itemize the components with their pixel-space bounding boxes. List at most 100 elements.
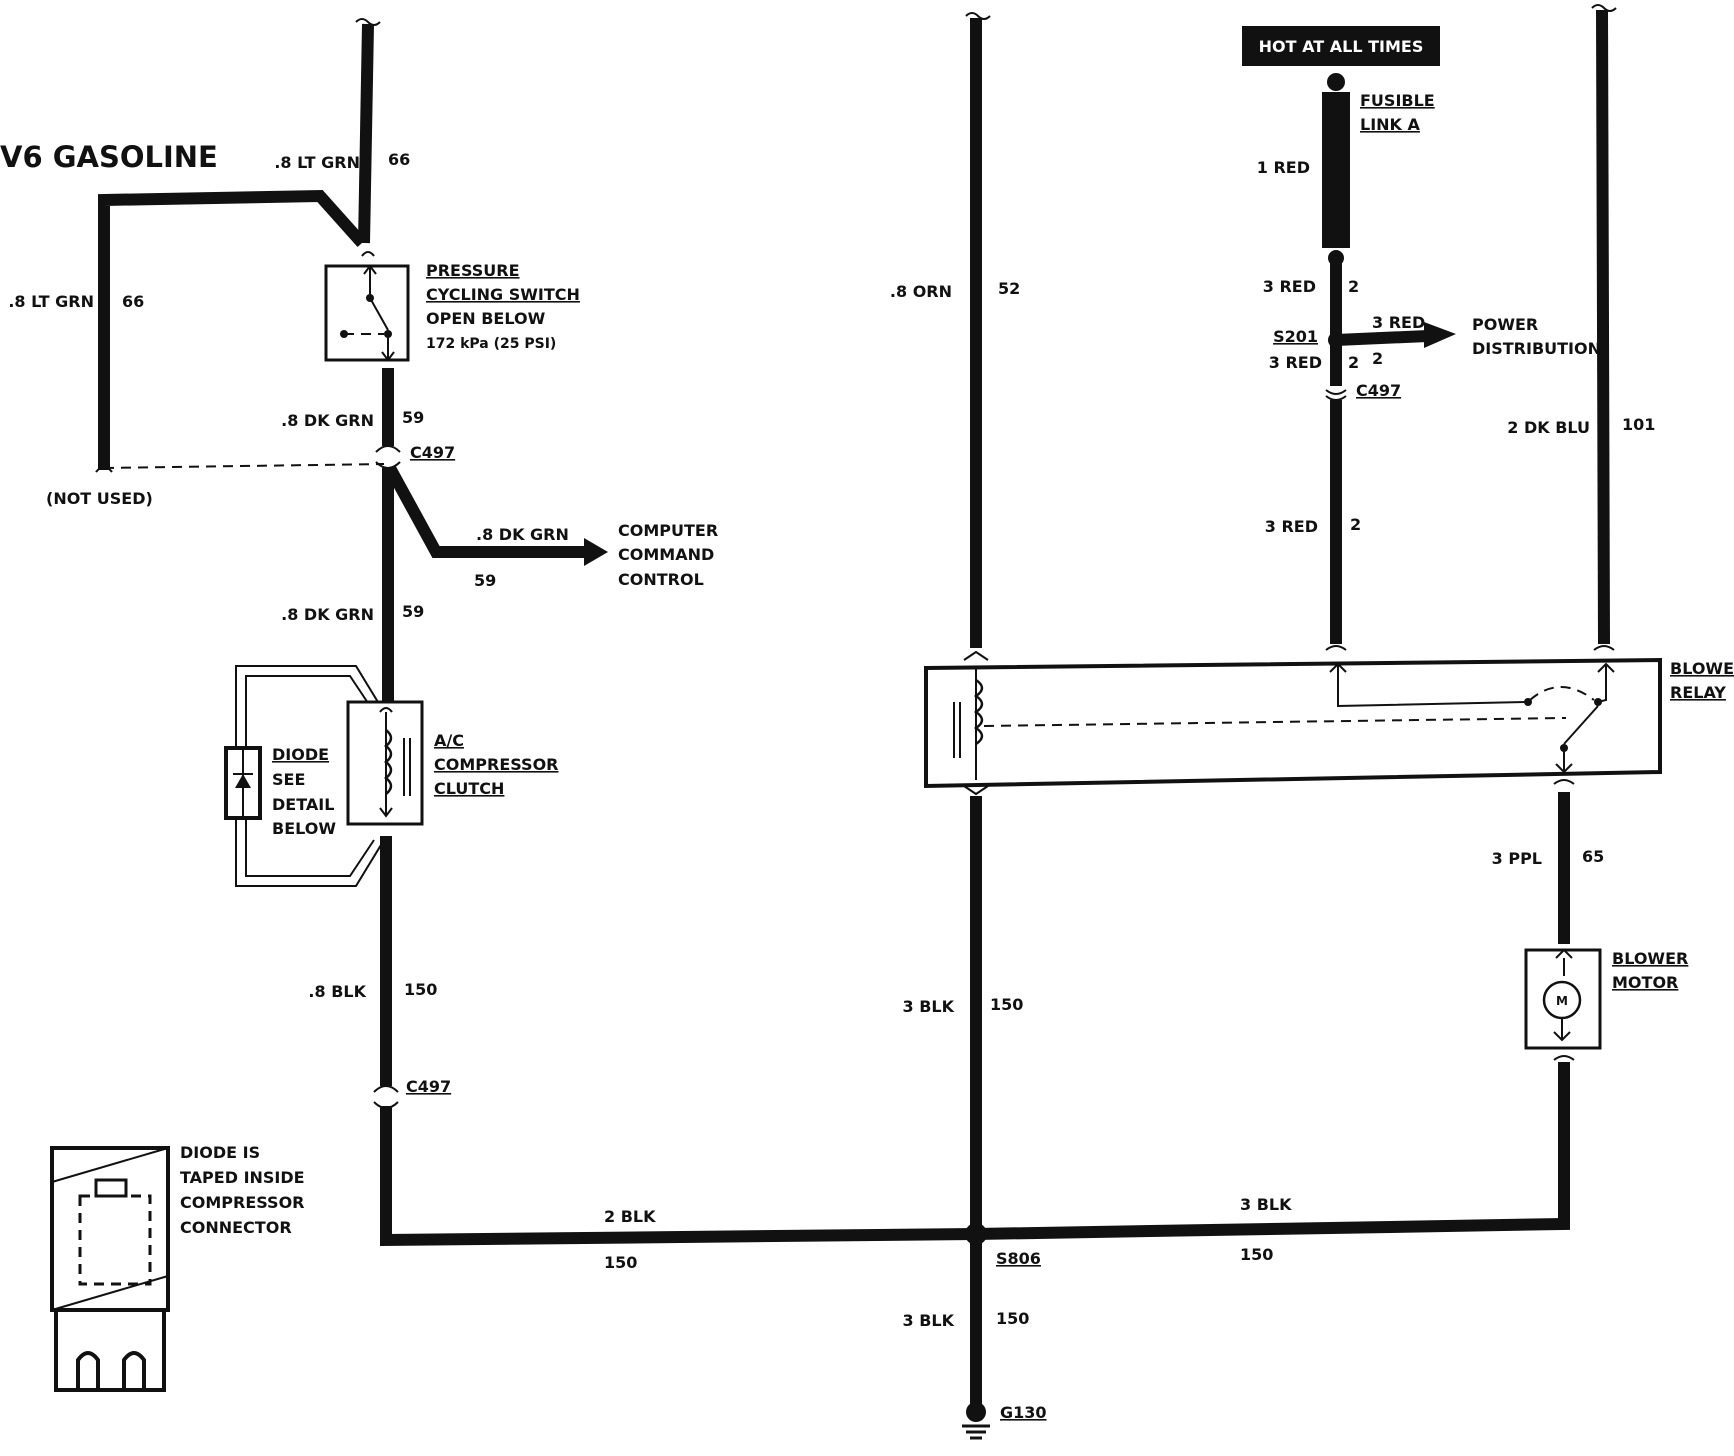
wire-circuit-59-b: 59 bbox=[402, 602, 424, 621]
wire-label-blk-150-clutch: .8 BLK bbox=[308, 982, 366, 1001]
label-blower-relay-1: BLOWER bbox=[1670, 659, 1734, 678]
diode-bypass bbox=[224, 665, 385, 887]
wire-label-blk-150-bottom-right: 3 BLK bbox=[1240, 1195, 1292, 1214]
wire-circuit-66-left: 66 bbox=[122, 292, 144, 311]
connector-c497-right bbox=[1325, 389, 1347, 401]
label-ccc-1: COMPUTER bbox=[618, 521, 718, 540]
label-blower-motor-1: BLOWER bbox=[1612, 949, 1688, 968]
wire-circuit-65: 65 bbox=[1582, 847, 1604, 866]
diode-detail-connector bbox=[50, 1146, 170, 1392]
label-diode-detail-3: COMPRESSOR bbox=[180, 1193, 305, 1212]
wire-label-red-2-branch: 3 RED bbox=[1372, 313, 1425, 332]
wire-circuit-150-center: 150 bbox=[990, 995, 1023, 1014]
label-clutch-1: A/C bbox=[434, 731, 464, 750]
label-diode-4: BELOW bbox=[272, 819, 336, 838]
label-blower-relay-2: RELAY bbox=[1670, 683, 1726, 702]
connector-label-c497-upper: C497 bbox=[410, 443, 455, 462]
hot-at-all-times-banner bbox=[1242, 26, 1440, 66]
label-pressure-switch-3: OPEN BELOW bbox=[426, 309, 546, 328]
label-ccc-2: COMMAND bbox=[618, 545, 714, 564]
wire-label-dk-grn-59-branch: .8 DK GRN bbox=[476, 525, 569, 544]
label-power-distribution-1: POWER bbox=[1472, 315, 1538, 334]
connector-c497-upper bbox=[375, 445, 401, 469]
hot-at-all-times-text: HOT AT ALL TIMES bbox=[1259, 37, 1424, 56]
label-fusible-link-2: LINK A bbox=[1360, 115, 1421, 134]
wire-circuit-150-bottom-left: 150 bbox=[604, 1253, 637, 1272]
wire-circuit-2-lower: 2 bbox=[1350, 515, 1361, 534]
wire-circuit-2-branch: 2 bbox=[1372, 349, 1383, 368]
label-pressure-switch-4: 172 kPa (25 PSI) bbox=[426, 336, 556, 352]
connector-label-c497-lower: C497 bbox=[406, 1077, 451, 1096]
label-ccc-3: CONTROL bbox=[618, 570, 704, 589]
wire-label-dk-blu-101: 2 DK BLU bbox=[1507, 418, 1590, 437]
label-clutch-2: COMPRESSOR bbox=[434, 755, 559, 774]
wire-break-mark bbox=[355, 18, 381, 26]
wire-circuit-2-top: 2 bbox=[1348, 277, 1359, 296]
wire-label-dk-grn-59-a: .8 DK GRN bbox=[281, 411, 374, 430]
wire-circuit-52: 52 bbox=[998, 279, 1020, 298]
wire-break-mark-center bbox=[965, 12, 991, 20]
wire-label-blk-150-center: 3 BLK bbox=[903, 997, 955, 1016]
label-not-used: (NOT USED) bbox=[46, 489, 153, 508]
wire-label-red-2-s201: 3 RED bbox=[1269, 353, 1322, 372]
label-diode-2: SEE bbox=[272, 770, 305, 789]
wire-label-blk-150-bottom-left: 2 BLK bbox=[604, 1207, 656, 1226]
label-diode-detail-2: TAPED INSIDE bbox=[180, 1168, 305, 1187]
wire-circuit-2-s201: 2 bbox=[1348, 353, 1359, 372]
label-diode-3: DETAIL bbox=[272, 795, 334, 814]
wire-circuit-150-clutch: 150 bbox=[404, 980, 437, 999]
not-used-terminal bbox=[95, 466, 113, 473]
wire-circuit-150-ground: 150 bbox=[996, 1309, 1029, 1328]
label-clutch-3: CLUTCH bbox=[434, 779, 504, 798]
wire-blk-150-bottom-left bbox=[380, 1106, 977, 1247]
wire-circuit-101: 101 bbox=[1622, 415, 1655, 434]
connector-label-s201: S201 bbox=[1273, 327, 1318, 346]
label-diode-detail-1: DIODE IS bbox=[180, 1143, 260, 1162]
wire-red-2-branch bbox=[1335, 330, 1429, 346]
motor-symbol: M bbox=[1556, 994, 1568, 1008]
ground-g130 bbox=[962, 1402, 990, 1440]
not-used-dashed-link bbox=[103, 463, 385, 469]
wire-circuit-150-bottom-right: 150 bbox=[1240, 1245, 1273, 1264]
wire-label-orn-52: .8 ORN bbox=[890, 282, 952, 301]
wire-circuit-66-top: 66 bbox=[388, 150, 410, 169]
wire-label-red-2-top: 3 RED bbox=[1263, 277, 1316, 296]
wire-label-dk-grn-59-b: .8 DK GRN bbox=[281, 605, 374, 624]
wire-lt-grn-66-top bbox=[358, 23, 374, 244]
blower-motor bbox=[1524, 948, 1602, 1050]
connector-label-c497-right: C497 bbox=[1356, 381, 1401, 400]
relay-input-terminal-blu bbox=[1593, 645, 1615, 651]
label-diode-detail-4: CONNECTOR bbox=[180, 1218, 292, 1237]
label-pressure-switch-1: PRESSURE bbox=[426, 261, 520, 280]
label-pressure-switch-2: CYCLING SWITCH bbox=[426, 285, 580, 304]
blower-relay bbox=[924, 650, 1662, 796]
wire-label-lt-grn-66-top: .8 LT GRN bbox=[274, 153, 360, 172]
wire-label-red-2-lower: 3 RED bbox=[1265, 517, 1318, 536]
relay-input-terminal-red bbox=[1325, 645, 1347, 651]
fusible-link-top-dot bbox=[1327, 73, 1345, 91]
label-fusible-link-1: FUSIBLE bbox=[1360, 91, 1435, 110]
label-power-distribution-2: DISTRIBUTION bbox=[1472, 339, 1601, 358]
arrow-computer-command-control bbox=[584, 538, 608, 566]
compressor-clutch bbox=[346, 700, 424, 826]
arrow-power-distribution bbox=[1424, 322, 1456, 348]
wire-dk-blu-101 bbox=[1596, 9, 1610, 645]
diagram-title: V6 GASOLINE bbox=[0, 140, 218, 174]
connector-c497-lower bbox=[373, 1085, 399, 1109]
connector-label-s806: S806 bbox=[996, 1249, 1041, 1268]
wire-dk-grn-59-branch bbox=[384, 465, 588, 558]
wire-blk-150-bottom-right bbox=[975, 1062, 1570, 1240]
label-diode-1: DIODE bbox=[272, 745, 329, 764]
wire-lt-grn-66-loop bbox=[98, 189, 367, 470]
wire-label-lt-grn-66-left: .8 LT GRN bbox=[8, 292, 94, 311]
wire-label-ppl-65: 3 PPL bbox=[1492, 849, 1542, 868]
wire-break-mark-right bbox=[1591, 4, 1617, 12]
wire-circuit-59-a: 59 bbox=[402, 408, 424, 427]
blower-motor-ground-terminal bbox=[1553, 1055, 1575, 1061]
label-blower-motor-2: MOTOR bbox=[1612, 973, 1678, 992]
connector-label-g130: G130 bbox=[1000, 1403, 1047, 1422]
wire-label-blk-150-ground: 3 BLK bbox=[903, 1311, 955, 1330]
relay-output-terminal bbox=[1553, 779, 1575, 785]
pressure-cycling-switch bbox=[324, 251, 410, 362]
